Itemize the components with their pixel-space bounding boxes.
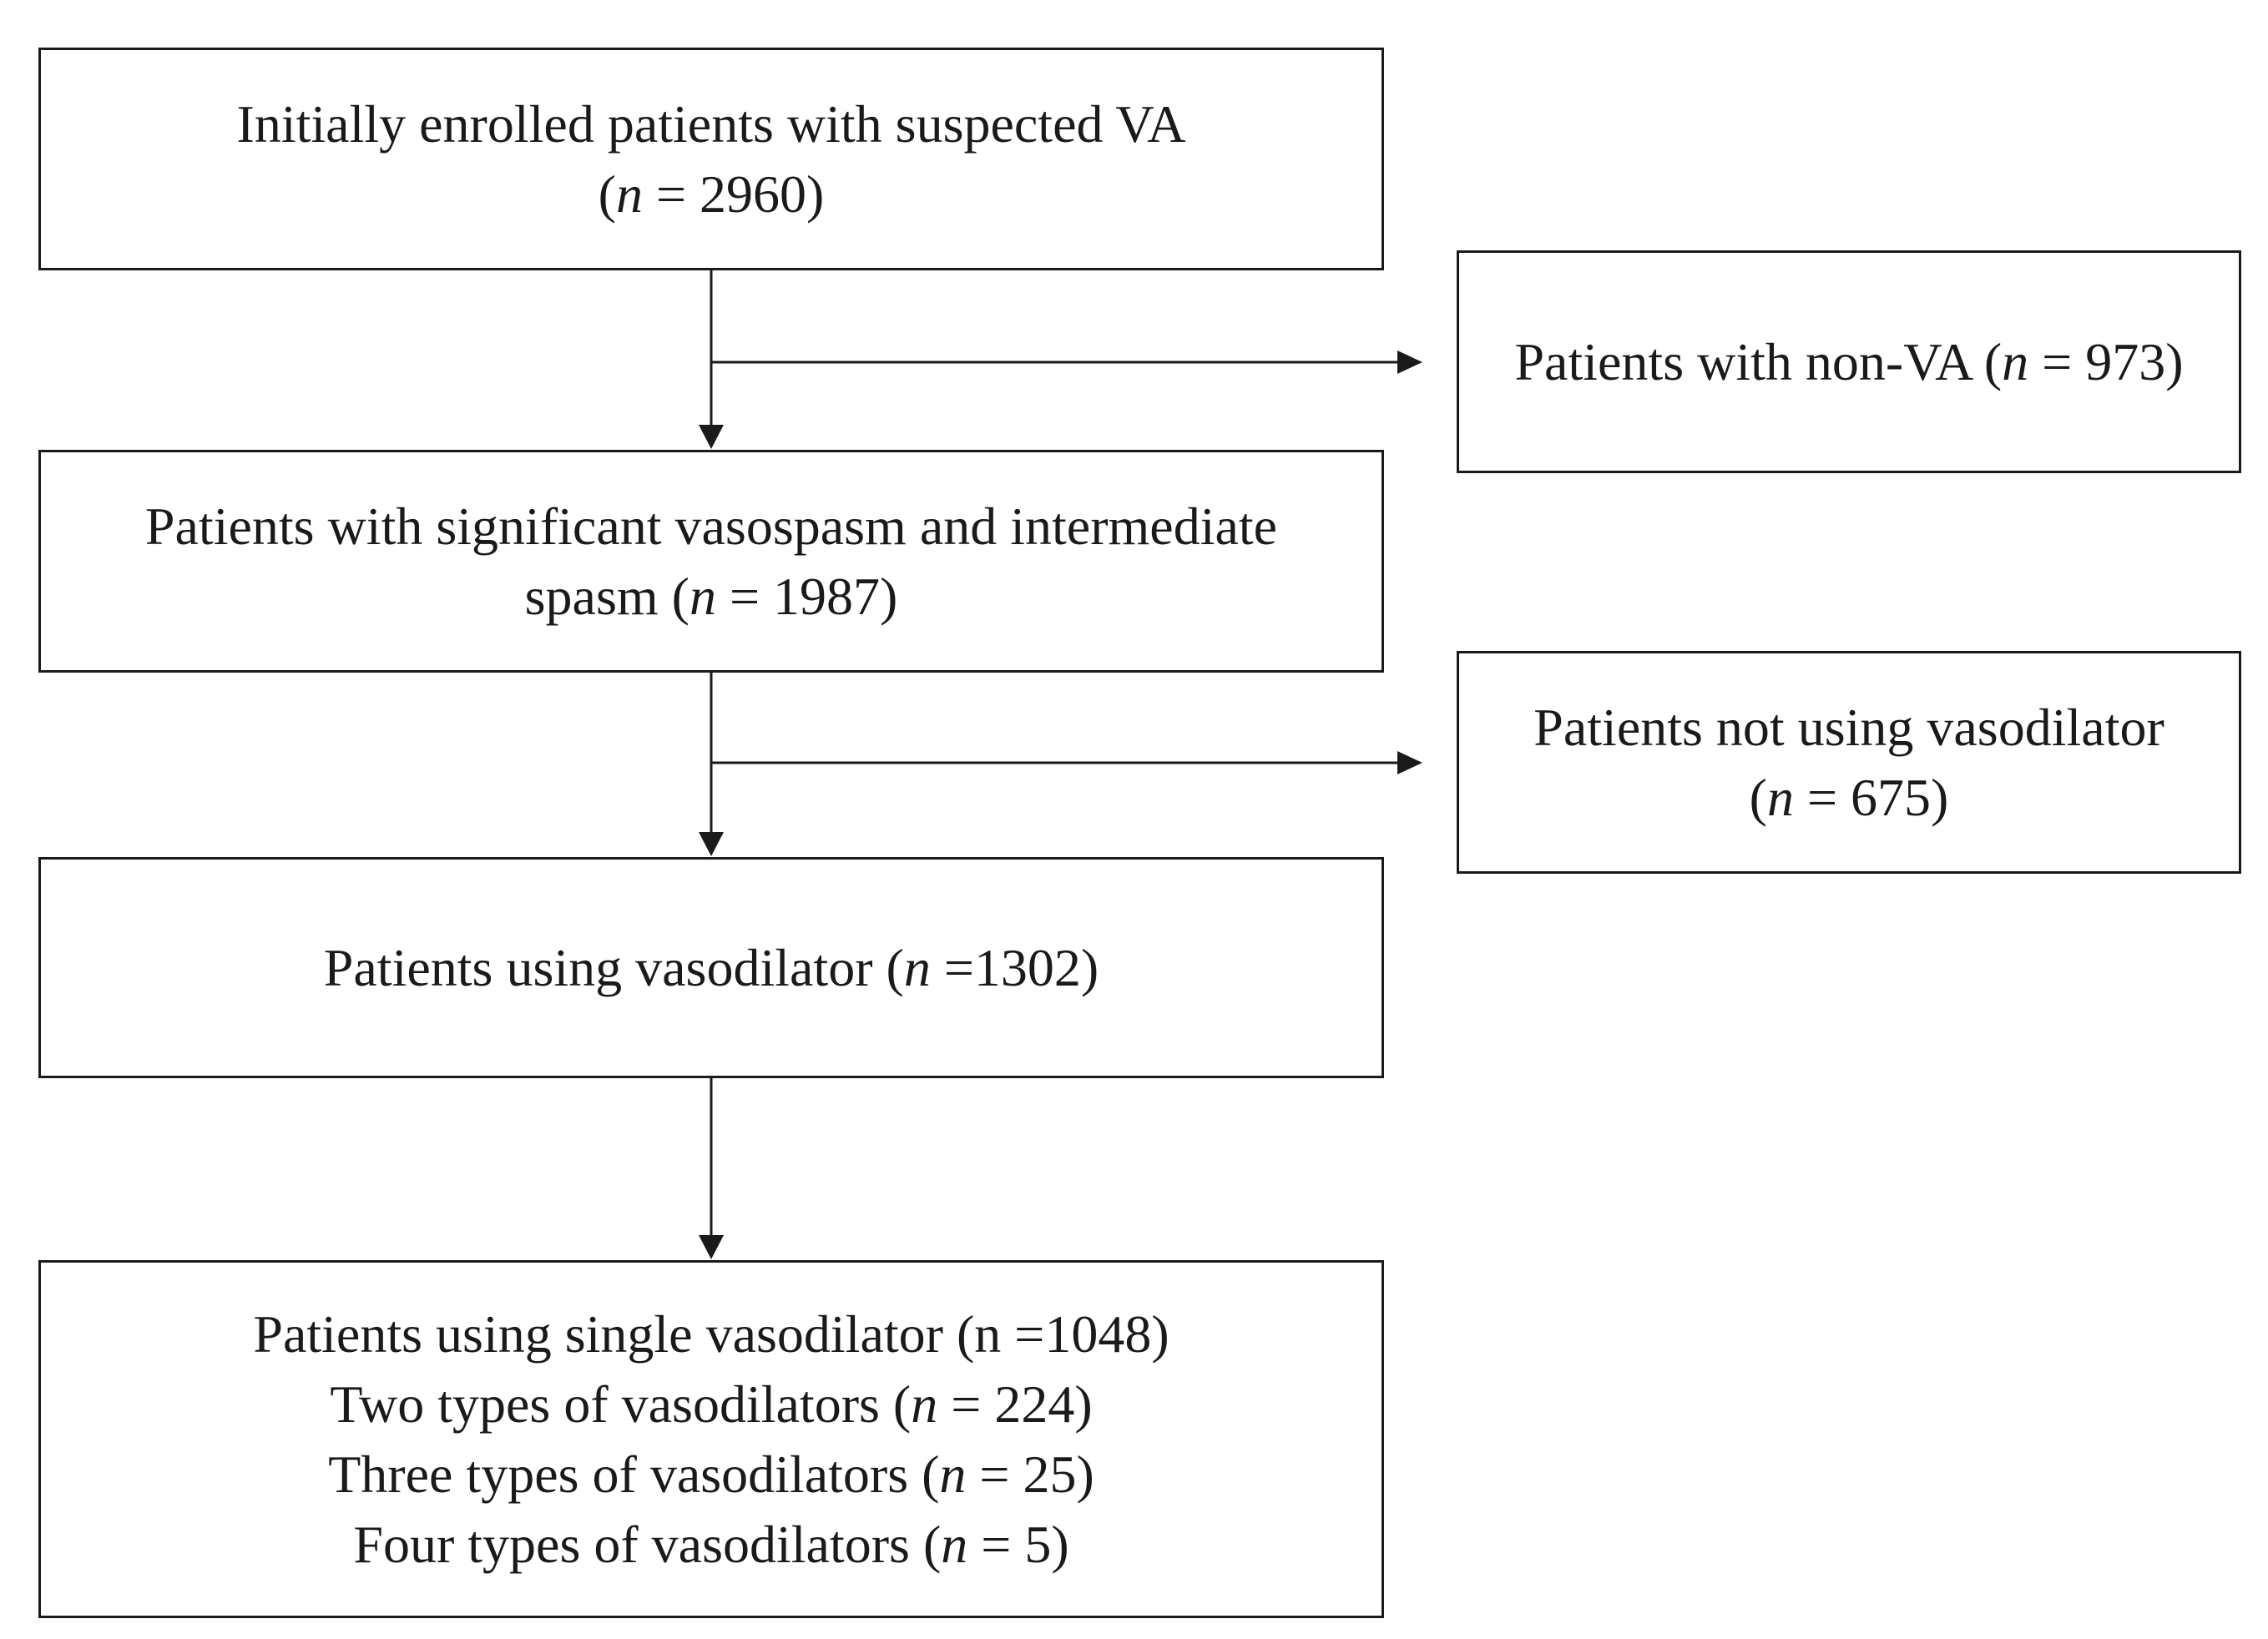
box-types-line4: Four types of vasodilators (n = 5): [353, 1510, 1068, 1580]
n-symbol: n: [1766, 767, 1794, 827]
paren-open: (: [1749, 767, 1767, 827]
box-using-vasodilator: Patients using vasodilator (n =1302): [38, 857, 1384, 1078]
box-using-line1: Patients using vasodilator (n =1302): [324, 933, 1099, 1003]
count-text: = 1987): [715, 566, 898, 626]
box-enrolled-line1: Initially enrolled patients with suspect…: [236, 93, 1186, 154]
box-not-using-line2: (n = 675): [1750, 763, 1949, 833]
n-symbol: n: [903, 937, 931, 997]
arrowhead-right-1: [1397, 350, 1422, 374]
box-significant-line1: Patients with significant vasospasm and …: [144, 496, 1278, 556]
count-text: = 5): [967, 1514, 1069, 1574]
n-symbol: n: [2002, 331, 2029, 391]
n-symbol: n: [939, 1444, 967, 1504]
prefix-text: Patients with non-VA (: [1514, 331, 2003, 391]
box-types-line1: Patients using single vasodilator (n =10…: [253, 1304, 1169, 1364]
paren-open: (: [598, 164, 616, 224]
box-vasodilator-types: Patients using single vasodilator (n =10…: [38, 1260, 1384, 1618]
box-enrolled-line2: (n = 2960): [599, 159, 825, 229]
box-types-line3: Three types of vasodilators (n = 25): [328, 1440, 1094, 1510]
n-symbol: n: [941, 1514, 968, 1574]
prefix-text: spasm (: [524, 566, 689, 626]
arrowhead-right-2: [1397, 751, 1422, 774]
box-enrolled-patients: Initially enrolled patients with suspect…: [38, 48, 1384, 270]
box-non-va-patients: Patients with non-VA (n = 973): [1457, 250, 2241, 473]
box-not-using-line1: Patients not using vasodilator: [1533, 697, 2164, 757]
count-text: = 25): [966, 1444, 1094, 1504]
n-symbol: n: [615, 164, 643, 224]
count-text: = 973): [2028, 331, 2184, 391]
prefix-text: Two types of vasodilators (: [330, 1374, 912, 1434]
box-not-using-vasodilator: Patients not using vasodilator (n = 675): [1457, 651, 2241, 874]
count-text: = 675): [1793, 767, 1949, 827]
box-significant-vasospasm: Patients with significant vasospasm and …: [38, 450, 1384, 673]
count-text: =1302): [930, 937, 1099, 997]
count-text: = 224): [937, 1374, 1093, 1434]
prefix-text: Patients using vasodilator (: [323, 937, 904, 997]
arrowhead-down-3: [699, 1235, 724, 1259]
n-symbol: n: [911, 1374, 938, 1434]
count-text: = 2960): [642, 164, 825, 224]
box-non-va-line1: Patients with non-VA (n = 973): [1514, 327, 2183, 397]
n-symbol: n: [689, 566, 716, 626]
box-significant-line2: spasm (n = 1987): [525, 562, 898, 632]
prefix-text: Three types of vasodilators (: [328, 1444, 940, 1504]
prefix-text: Four types of vasodilators (: [353, 1514, 942, 1574]
arrowhead-down-2: [699, 832, 724, 856]
arrowhead-down-1: [699, 425, 724, 449]
box-types-line2: Two types of vasodilators (n = 224): [330, 1369, 1092, 1440]
